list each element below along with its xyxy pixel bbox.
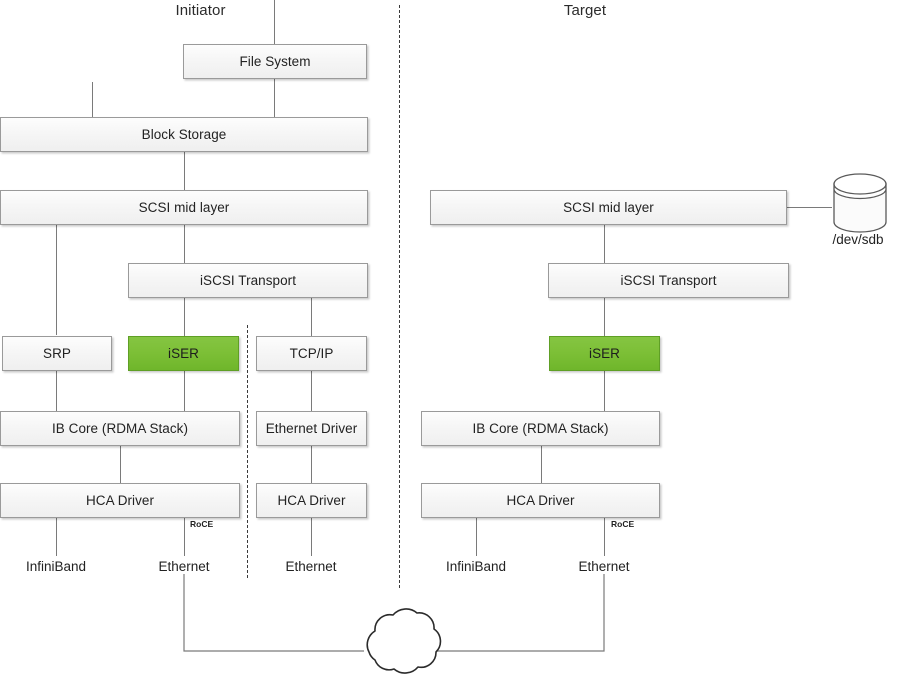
network-cloud-icon [366,608,442,674]
node-block-storage[interactable]: Block Storage [0,117,368,152]
roce-label-target: RoCE [611,519,635,529]
connector-hca-tcp-to-ethernet [311,518,312,556]
connector-scsi-to-iscsi-transport [184,225,185,263]
connector-hca-to-ethernet-target [604,518,605,556]
node-ethernet-driver[interactable]: Ethernet Driver [256,411,367,446]
node-iser-initiator[interactable]: iSER [128,336,239,371]
node-ib-core-initiator[interactable]: IB Core (RDMA Stack) [0,411,240,446]
section-title-initiator: Initiator [175,2,226,19]
section-title-target: Target [563,2,607,19]
roce-label-initiator: RoCE [190,519,214,529]
connector-above-file-system [274,0,275,44]
connector-hca-to-infiniband-target [476,518,477,556]
connector-tcpip-to-ethernet-driver [311,371,312,411]
connector-ibcore-to-hca [120,446,121,484]
connector-ibcore-to-hca-target [541,446,542,484]
cylinder-disk-icon [833,173,887,233]
divider-initiator-target [399,5,400,588]
connector-iscsi-to-iser-target [604,298,605,336]
node-hca-driver-target[interactable]: HCA Driver [421,483,660,518]
node-ib-core-target[interactable]: IB Core (RDMA Stack) [421,411,660,446]
disk-device-label: /dev/sdb [832,232,884,247]
node-scsi-mid-layer-target[interactable]: SCSI mid layer [430,190,787,225]
endpoint-infiniband-target: InfiniBand [445,559,507,574]
node-srp[interactable]: SRP [2,336,112,371]
node-hca-driver-initiator-tcp[interactable]: HCA Driver [256,483,367,518]
connector-iscsi-to-tcpip [311,298,312,336]
connector-block-storage-to-scsi [184,152,185,190]
endpoint-ethernet-initiator-roce: Ethernet [158,559,210,574]
network-path-target [437,574,605,652]
endpoint-ethernet-target: Ethernet [578,559,630,574]
node-tcp-ip[interactable]: TCP/IP [256,336,367,371]
connector-hca-to-ethernet-roce [184,518,185,556]
connector-iser-to-ibcore-target [604,371,605,411]
node-iser-target[interactable]: iSER [549,336,660,371]
connector-above-block-storage-left [92,82,93,117]
connector-ethernet-driver-to-hca [311,446,312,484]
node-scsi-mid-layer-initiator[interactable]: SCSI mid layer [0,190,368,225]
divider-rdma-tcp [247,325,248,578]
endpoint-ethernet-initiator-tcp: Ethernet [285,559,337,574]
endpoint-infiniband-initiator: InfiniBand [25,559,87,574]
node-hca-driver-initiator-rdma[interactable]: HCA Driver [0,483,240,518]
connector-iser-to-ibcore [184,371,185,411]
connector-srp-to-ibcore [56,371,57,411]
node-file-system[interactable]: File System [183,44,367,79]
connector-hca-to-infiniband [56,518,57,556]
connector-iscsi-to-iser [184,298,185,336]
node-iscsi-transport-initiator[interactable]: iSCSI Transport [128,263,368,298]
network-path-initiator [183,574,364,652]
connector-scsi-to-disk [787,207,832,208]
connector-scsi-to-srp [56,225,57,335]
node-iscsi-transport-target[interactable]: iSCSI Transport [548,263,789,298]
connector-fs-to-block-storage [274,79,275,117]
connector-scsi-to-iscsi-transport-target [604,225,605,263]
